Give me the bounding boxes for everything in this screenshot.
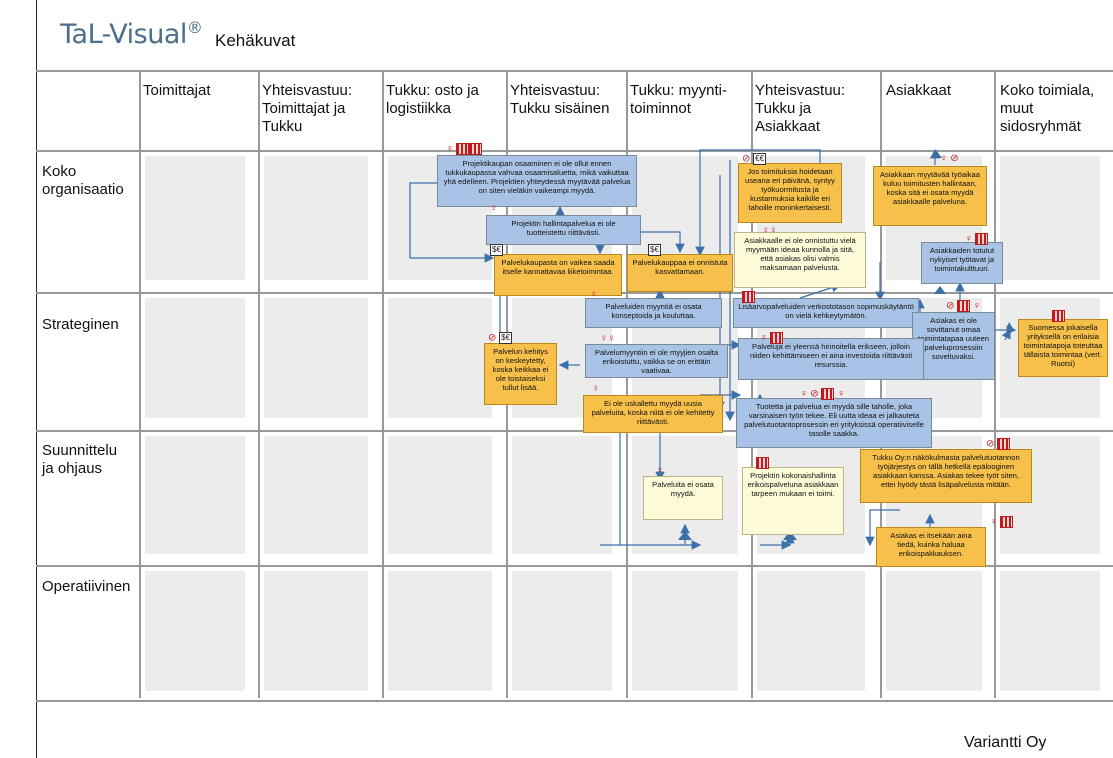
note-sales-specialization: Palvelumyyntiin ei ole myyjien osalta er… <box>585 344 728 378</box>
column-divider <box>626 70 628 698</box>
matrix-cell <box>264 298 368 418</box>
note-customer-time-consumed: Asiakkaan myytävää työaikaa kuluu toimit… <box>873 166 987 226</box>
person-icon: ♀ <box>656 465 664 476</box>
matrix-cell <box>632 571 738 691</box>
column-header-shared-customers: Yhteisvastuu: Tukku ja Asiakkaat <box>755 82 846 135</box>
prohibit-money-icon: ⊘ €€ <box>742 153 767 165</box>
person-icon: ♀♀ <box>600 333 615 344</box>
footer-company: Variantti Oy <box>964 734 1047 751</box>
matrix-cell <box>388 571 492 691</box>
note-idea-not-sold: Asiakkaalle ei ole onnistuttu vielä myym… <box>734 232 866 288</box>
row-divider <box>36 430 1113 432</box>
column-divider <box>880 70 882 698</box>
column-header-industry: Koko toimiala, muut sidosryhmät <box>1000 82 1095 135</box>
money-icon: $€ <box>490 244 503 256</box>
matrix-cell <box>1000 571 1100 691</box>
matrix-cell <box>264 571 368 691</box>
page-frame <box>36 0 1113 758</box>
matrix-cell <box>886 571 982 691</box>
matrix-cell <box>264 156 368 280</box>
prohibit-grid-icon: ⊘ <box>986 438 1011 450</box>
row-divider <box>36 565 1113 567</box>
column-header-purchasing-logistics: Tukku: osto ja logistiikka <box>386 82 479 117</box>
note-finland-practices: Suomessa jokaisella yrityksellä on erila… <box>1018 319 1108 377</box>
note-project-total-management: Projektin kokonaishallinta erikoispalvel… <box>742 467 844 535</box>
note-customer-habits: Asiakkaiden totutut nykyiset työtavat ja… <box>921 242 1003 284</box>
column-divider <box>258 70 260 698</box>
person-group-icon: ♀♀ <box>762 225 777 236</box>
matrix-cell <box>512 571 612 691</box>
note-customer-unsure-packaging: Asiakas ei itsekään aina tiedä, kuinka h… <box>876 527 986 567</box>
note-services-not-sold: Palveluita ei osata myydä. <box>643 476 723 520</box>
note-sales-conceptualization: Palveluiden myyntiä ei osata konseptoida… <box>585 298 722 328</box>
row-header-strategic: Strateginen <box>42 316 119 333</box>
matrix-cell <box>145 156 245 280</box>
money-icon: $€ <box>648 244 661 256</box>
matrix-cell <box>145 298 245 418</box>
person-prohibit-icon: ♀ ⊘ <box>940 153 959 164</box>
matrix-cell <box>388 298 492 418</box>
row-divider <box>36 70 1113 72</box>
row-header-organisation: Koko organisaatio <box>42 163 124 198</box>
column-divider <box>139 70 141 698</box>
note-services-not-priced: Palveluja ei yleensä hinnoitella eriksee… <box>738 338 924 380</box>
matrix-cell <box>264 436 368 554</box>
row-header-operative: Operatiivinen <box>42 578 131 595</box>
note-service-development-halted: Palvelun kehitys on keskeytetty, koska k… <box>484 343 557 405</box>
person-icon: ♀ <box>490 203 498 214</box>
grid-warning-icon <box>742 291 755 303</box>
row-divider <box>36 700 1113 702</box>
row-header-planning: Suunnittelu ja ohjaus <box>42 442 118 477</box>
note-network-contract-practice: Lisäarvopalveluiden verkostotason sopimu… <box>733 298 919 328</box>
column-header-shared-suppliers-wholesale: Yhteisvastuu: Toimittajat ja Tukku <box>262 82 353 135</box>
note-service-sales-not-growing: Palvelukauppaa ei onnistuta kasvattamaan… <box>627 254 733 292</box>
note-product-sold-wrong-party: Tuotetta ja palvelua ei myydä sille taho… <box>736 398 932 448</box>
matrix-cell <box>388 436 492 554</box>
column-divider <box>751 70 753 698</box>
matrix-cell <box>757 571 865 691</box>
column-divider <box>382 70 384 698</box>
matrix-cell <box>145 571 245 691</box>
row-divider <box>36 150 1113 152</box>
grid-warning-icon <box>1052 310 1065 322</box>
note-customer-not-adapted: Asiakas ei ole sovittanut omaa toimintat… <box>912 312 995 380</box>
column-header-shared-internal: Yhteisvastuu: Tukku sisäinen <box>510 82 610 117</box>
column-header-sales: Tukku: myynti-toiminnot <box>630 82 727 117</box>
note-project-management-productized: Projektin hallintapalvelua ei ole tuotte… <box>486 215 641 245</box>
note-project-selling-competence: Projektikaupan osaaminen ei ole ollut en… <box>437 155 637 207</box>
person-grid-icon: ♀ <box>990 516 1014 528</box>
column-header-suppliers: Toimittajat <box>143 82 211 99</box>
note-service-unprofitable: Palvelukaupasta on vaikea saada itselle … <box>494 254 622 296</box>
note-illogical-work-order: Tukku Oy:n näkökulmasta palvelutuotannon… <box>860 449 1032 503</box>
matrix-cell <box>1000 156 1100 280</box>
person-icon: ♀ <box>592 383 600 394</box>
column-divider <box>994 70 996 698</box>
person-warning-icon: ♀ <box>446 143 483 155</box>
note-not-dared-to-sell: Ei ole uskallettu myydä uusia palveluita… <box>583 395 723 433</box>
person-prohibit-grid-icon: ♀ ⊘ ♀ <box>800 388 845 400</box>
grid-warning-icon <box>756 457 769 469</box>
person-prohibit-grid-icon: ⊘ ♀ <box>946 300 981 312</box>
logo: TaL-Visual® <box>60 18 203 50</box>
person-grid-icon: ♀ <box>965 233 989 245</box>
matrix-cell <box>512 436 612 554</box>
prohibit-money-icon: ⊘ $€ <box>488 332 513 344</box>
person-grid-icon: ♀ <box>760 332 784 344</box>
column-header-customers: Asiakkaat <box>886 82 952 99</box>
person-icon: ♀ <box>590 289 598 300</box>
note-multiple-deliveries-cost: Jos toimituksia hoidetaan useana eri päi… <box>738 163 842 223</box>
matrix-cell <box>145 436 245 554</box>
page-subtitle: Kehäkuvat <box>215 31 296 50</box>
